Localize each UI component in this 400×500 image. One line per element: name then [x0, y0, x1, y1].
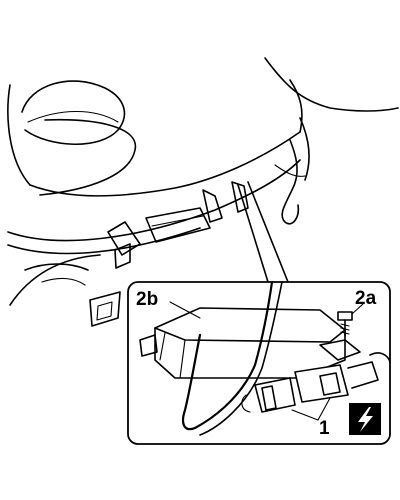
bolt-2a	[337, 311, 353, 337]
connector-assembly	[241, 352, 391, 413]
callout-label-1: 1	[319, 418, 330, 439]
callout-leader-2a	[351, 303, 364, 315]
wiring-harness	[181, 280, 274, 431]
electrical-warning-icon	[349, 403, 381, 435]
vehicle-outline	[7, 57, 399, 327]
control-unit-housing	[139, 307, 361, 379]
callout-label-2b: 2b	[136, 289, 158, 310]
callout-leader-1	[291, 397, 331, 421]
callout-label-2a: 2a	[355, 288, 377, 309]
detail-leader-line	[237, 181, 289, 283]
detail-inset: 2b 2a 1	[127, 280, 391, 445]
callout-leader-2b	[169, 301, 201, 319]
